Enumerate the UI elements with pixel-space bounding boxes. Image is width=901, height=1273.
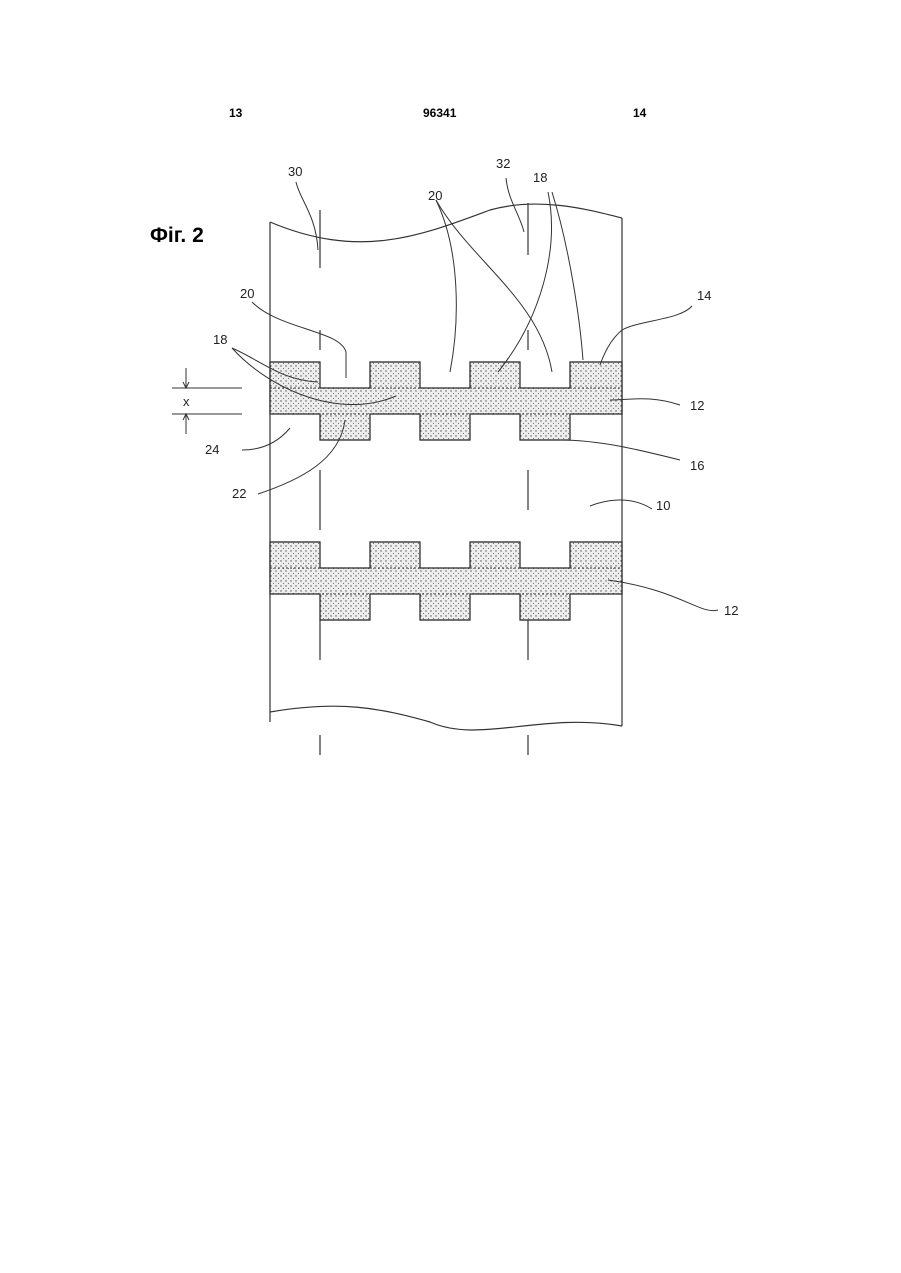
lower-band [270,542,622,620]
ref-18-top: 18 [533,170,547,185]
strip-body [270,204,622,730]
ref-14: 14 [697,288,711,303]
ref-16: 16 [690,458,704,473]
ref-22: 22 [232,486,246,501]
ref-12-upper: 12 [690,398,704,413]
ref-12-lower: 12 [724,603,738,618]
ref-30: 30 [288,164,302,179]
ref-20-left: 20 [240,286,254,301]
ref-18-left: 18 [213,332,227,347]
ref-32: 32 [496,156,510,171]
ref-20-top: 20 [428,188,442,203]
ref-10: 10 [656,498,670,513]
center-axes [320,203,528,755]
ref-24: 24 [205,442,219,457]
ref-x: x [183,394,190,409]
reference-labels: 30 32 18 20 20 18 14 x 12 24 16 22 10 12 [183,156,738,618]
